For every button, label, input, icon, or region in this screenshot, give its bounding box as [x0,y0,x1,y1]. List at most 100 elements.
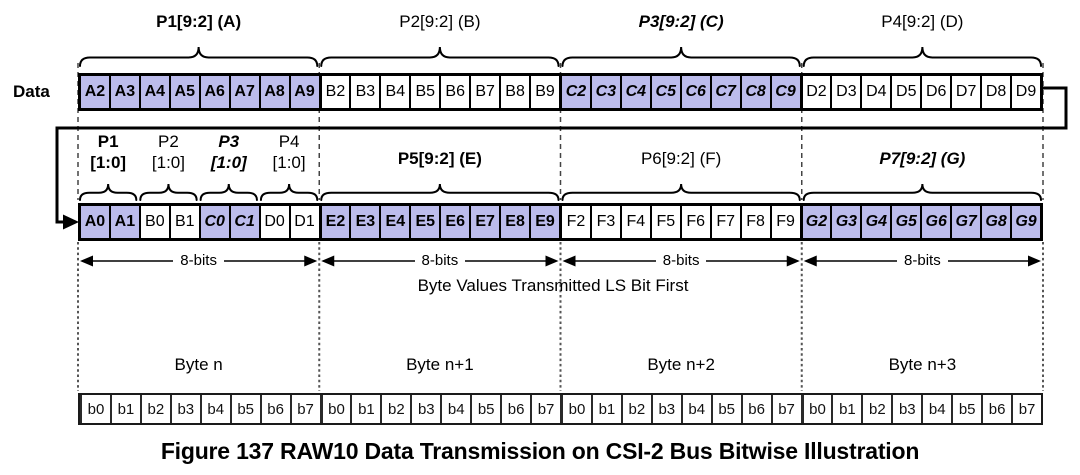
cell-c0: C0 [198,206,229,238]
bit-width-label-0: 8-bits [78,252,319,270]
cell-a8: A8 [258,76,289,108]
cell-byte0-b0: b0 [80,395,110,423]
cell-byte3-b4: b4 [921,395,951,423]
cell-c3: C3 [589,76,620,108]
wrap-around-arrowhead-icon [63,214,79,230]
cell-a3: A3 [108,76,139,108]
cell-byte1-b3: b3 [410,395,440,423]
cell-byte2-b0: b0 [560,395,591,423]
group-label-p3: P3[9:2] (C) [638,12,724,31]
byte-label-1: Byte n+1 [406,355,474,374]
cell-f4: F4 [619,206,650,238]
overbrace-p6 [561,183,801,201]
bit-width-text: 8-bits [414,252,466,269]
group-label-p2: P2[9:2] (B) [399,12,481,31]
cell-e5: E5 [409,206,440,238]
cell-byte1-b6: b6 [500,395,530,423]
group-label-p1: P1[9:2] (A) [156,12,242,31]
pixel-range-label: [1:0] [272,153,306,172]
cell-e9: E9 [529,206,559,238]
cell-byte2-b5: b5 [710,395,741,423]
pixel-range-label: [1:0] [151,153,185,172]
cell-d7: D7 [950,76,980,108]
cell-g3: G3 [830,206,861,238]
overbrace-lsb-p1 [79,183,138,201]
cell-byte1-b1: b1 [350,395,380,423]
cell-a7: A7 [228,76,259,108]
overbrace-p5 [320,183,560,201]
pixel-range-label: [1:0] [210,153,247,172]
cell-c9: C9 [769,76,800,108]
cell-byte2-b1: b1 [590,395,621,423]
cell-d8: D8 [980,76,1010,108]
cell-c4: C4 [619,76,650,108]
cell-g5: G5 [890,206,921,238]
cell-d3: D3 [830,76,860,108]
bit-width-arrowhead-right-icon [545,255,559,267]
cell-e8: E8 [499,206,530,238]
cell-b3: B3 [349,76,379,108]
cell-byte3-b1: b1 [831,395,861,423]
cell-byte3-b5: b5 [951,395,981,423]
data-row-label: Data [13,82,50,101]
bit-width-arrowhead-left-icon [80,255,93,267]
cell-e7: E7 [469,206,500,238]
bit-width-text: 8-bits [173,252,224,269]
cell-a4: A4 [138,76,169,108]
cell-byte1-b2: b2 [380,395,410,423]
cell-d9: D9 [1010,76,1040,108]
bit-width-text: 8-bits [655,252,707,269]
cell-byte0-b3: b3 [169,395,200,423]
cell-g6: G6 [920,206,951,238]
cell-a0: A0 [81,206,109,238]
cell-byte2-b6: b6 [740,395,771,423]
cell-byte0-b1: b1 [109,395,140,423]
bit-width-label-2: 8-bits [561,252,802,270]
cell-byte2-b7: b7 [770,395,801,423]
pixel-range-label: [1:0] [90,153,127,172]
cell-e4: E4 [379,206,410,238]
byte-label-0: Byte n [174,355,223,374]
cell-byte3-b2: b2 [861,395,891,423]
cell-byte3-b3: b3 [891,395,921,423]
cell-d0: D0 [258,206,289,238]
cell-byte0-b7: b7 [289,395,320,423]
overbrace-lsb-p3 [199,183,258,201]
lsb-label-p3: P3[1:0] [199,131,259,173]
cell-d2: D2 [799,76,831,108]
cell-c7: C7 [709,76,740,108]
cell-c1: C1 [228,206,259,238]
cell-f5: F5 [649,206,680,238]
cell-byte1-b0: b0 [319,395,351,423]
cell-f6: F6 [679,206,710,238]
cell-byte0-b6: b6 [259,395,290,423]
cell-b6: B6 [439,76,469,108]
cell-b4: B4 [379,76,409,108]
cell-e3: E3 [349,206,380,238]
cell-g2: G2 [799,206,831,238]
cell-d6: D6 [920,76,950,108]
overbrace-lsb-p2 [139,183,198,201]
cell-c8: C8 [739,76,770,108]
cell-d4: D4 [860,76,890,108]
cell-b5: B5 [409,76,439,108]
cell-byte0-b2: b2 [139,395,170,423]
cell-a5: A5 [168,76,199,108]
overbrace-p4 [802,46,1042,67]
cell-byte2-b3: b3 [650,395,681,423]
byte-label-3: Byte n+3 [888,355,957,374]
bit-width-arrowhead-left-icon [562,255,576,267]
bit-width-arrowhead-left-icon [321,255,335,267]
cell-byte3-b6: b6 [981,395,1011,423]
cell-b0: B0 [138,206,169,238]
overbrace-p2 [320,46,560,67]
bit-width-arrowhead-right-icon [786,255,800,267]
cell-a9: A9 [288,76,319,108]
bit-width-arrowhead-right-icon [1028,255,1041,267]
cell-c6: C6 [679,76,710,108]
bit-width-arrowhead-right-icon [304,255,318,267]
cell-g7: G7 [950,206,981,238]
